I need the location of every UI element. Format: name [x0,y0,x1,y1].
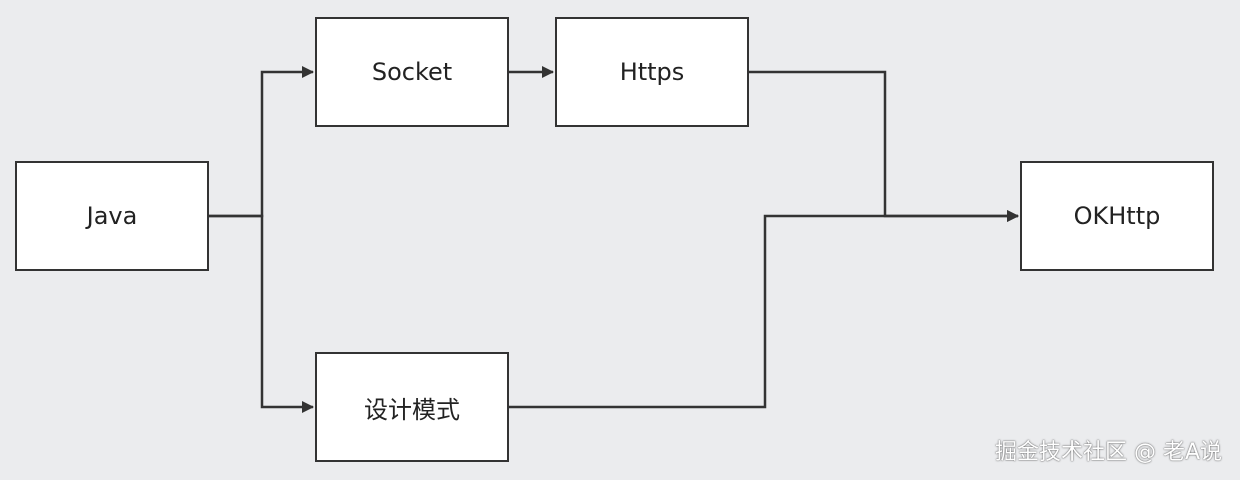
node-java-label: Java [86,202,138,230]
node-socket: Socket [315,17,509,127]
node-https-label: Https [619,58,685,86]
edge-design-okhttp [509,210,1019,409]
node-design-patterns-label: 设计模式 [364,395,460,424]
node-okhttp-label: OKHttp [1073,202,1161,230]
node-okhttp: OKHttp [1020,161,1214,271]
edge-https-okhttp [749,70,1019,222]
edge-java-design [209,214,314,413]
node-java: Java [15,161,209,271]
node-design-patterns: 设计模式 [315,352,509,462]
edge-java-socket [209,66,314,218]
watermark: 掘金技术社区 @ 老A说 [994,440,1222,465]
node-https: Https [555,17,749,127]
node-socket-label: Socket [371,58,453,86]
